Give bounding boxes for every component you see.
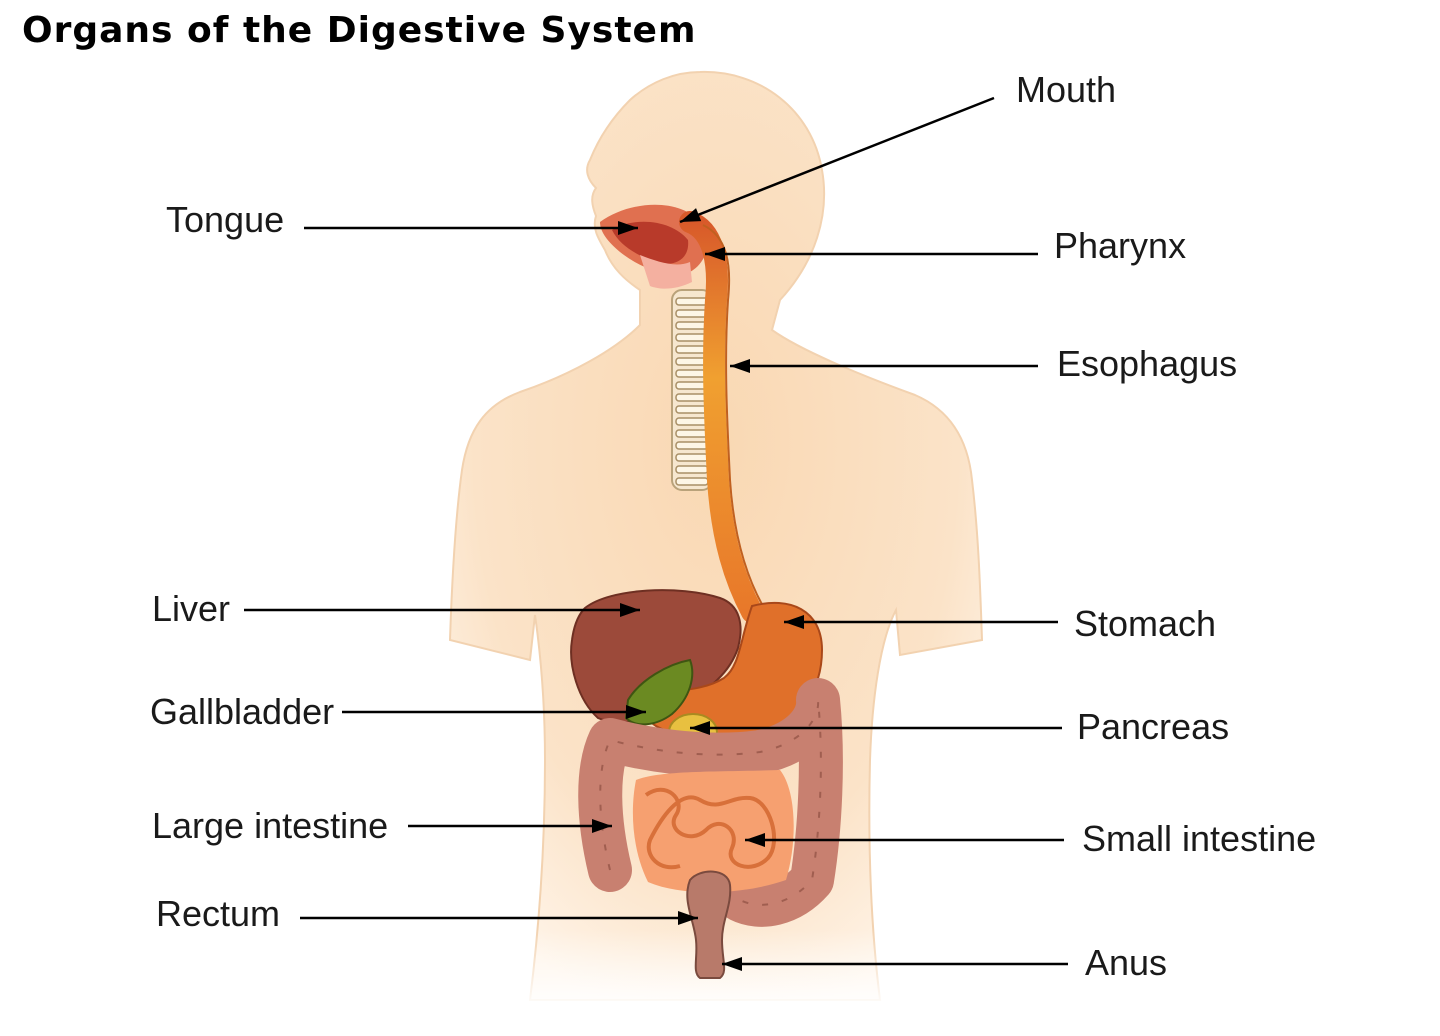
leader-lines — [244, 96, 1068, 971]
label-small-intestine: Small intestine — [1082, 818, 1317, 859]
arrowhead-gallbladder — [626, 705, 646, 719]
trachea-ring — [675, 381, 709, 390]
trachea-rings — [675, 297, 709, 486]
gallbladder-shape — [624, 658, 694, 726]
trachea-ring — [675, 477, 709, 486]
trachea-ring — [675, 297, 709, 306]
trachea-ring — [675, 465, 709, 474]
label-anus: Anus — [1085, 942, 1168, 983]
arrowhead-large-intestine — [592, 819, 612, 833]
esophagus-outline — [702, 224, 765, 609]
trachea-ring — [675, 333, 709, 342]
arrowhead-pharynx — [705, 247, 725, 261]
rectum-shape — [686, 870, 732, 979]
label-esophagus: Esophagus — [1057, 343, 1238, 384]
trachea-ring — [675, 393, 709, 402]
diagram-title: Organs of the Digestive System — [22, 10, 697, 51]
arrowhead-mouth — [680, 208, 702, 222]
arrowhead-pancreas — [690, 721, 710, 735]
trachea-ring — [675, 453, 709, 462]
arrowhead-stomach — [784, 615, 804, 629]
arrowhead-rectum — [678, 911, 698, 925]
label-gallbladder: Gallbladder — [150, 691, 335, 732]
trachea-ring — [675, 429, 709, 438]
label-liver: Liver — [152, 588, 231, 629]
small-intestine-loops — [644, 787, 777, 870]
palate-shape — [640, 255, 692, 289]
large-intestine-shape — [578, 678, 843, 927]
trachea-ring — [675, 309, 709, 318]
arrowhead-small-intestine — [745, 833, 765, 847]
trachea-ring — [675, 321, 709, 330]
leader-line-mouth — [679, 96, 995, 224]
trachea-ring — [675, 405, 709, 414]
arrowhead-anus — [722, 957, 742, 971]
label-rectum: Rectum — [156, 893, 281, 934]
label-stomach: Stomach — [1074, 603, 1217, 644]
trachea-ring — [675, 441, 709, 450]
label-pharynx: Pharynx — [1054, 225, 1187, 266]
tongue-shape — [612, 221, 689, 264]
label-pancreas: Pancreas — [1077, 706, 1230, 747]
label-large-intestine: Large intestine — [152, 805, 389, 846]
small-intestine-group — [632, 770, 794, 893]
label-tongue: Tongue — [166, 199, 285, 240]
arrowhead-tongue — [618, 221, 638, 235]
trachea-ring — [675, 417, 709, 426]
label-mouth: Mouth — [1016, 69, 1117, 110]
pharynx-esophagus-tube — [679, 211, 763, 623]
arrowhead-esophagus — [730, 359, 750, 373]
trachea — [671, 289, 713, 491]
arrowhead-liver — [620, 603, 640, 617]
